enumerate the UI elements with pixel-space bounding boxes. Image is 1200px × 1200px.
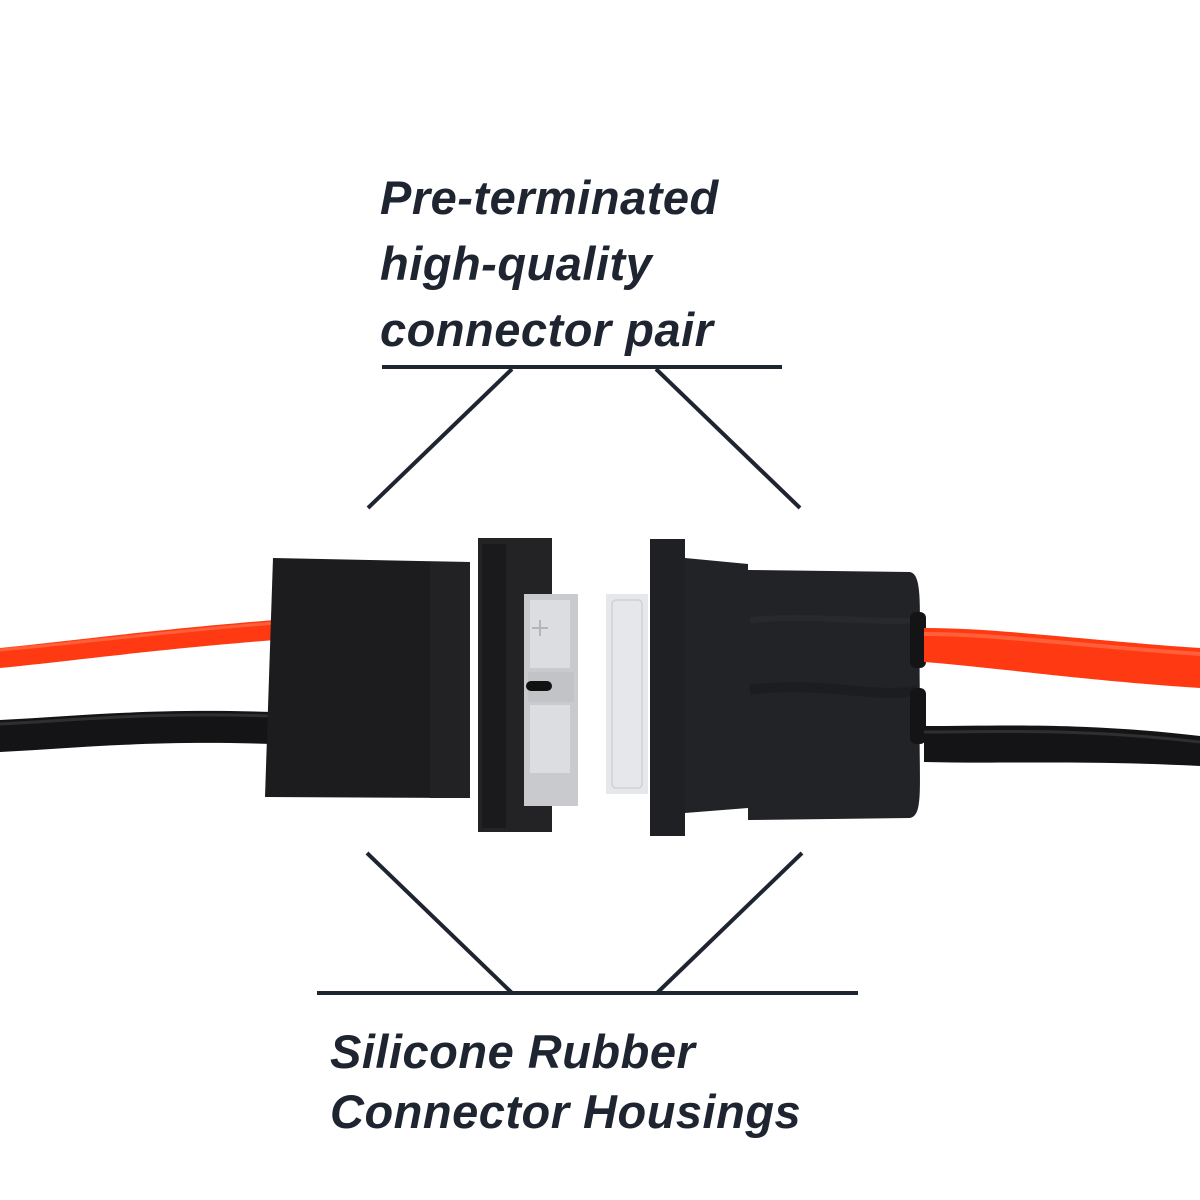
caption-line: Pre-terminated (380, 171, 719, 224)
caption-line: high-quality (380, 237, 653, 290)
caption-housings: Silicone Rubber Connector Housings (330, 1022, 801, 1142)
wires-left (0, 620, 276, 752)
caption-connector-pair: Pre-terminated high-quality connector pa… (380, 165, 719, 363)
callout-lines-bottom (317, 851, 858, 995)
callout-lines-top (366, 365, 802, 510)
right-connector (606, 539, 926, 836)
caption-line: Silicone Rubber (330, 1025, 696, 1078)
wires-right (923, 628, 1200, 766)
left-connector-insert (524, 594, 578, 806)
caption-line: Connector Housings (330, 1085, 802, 1138)
caption-line: connector pair (380, 303, 714, 356)
left-connector (265, 538, 578, 832)
